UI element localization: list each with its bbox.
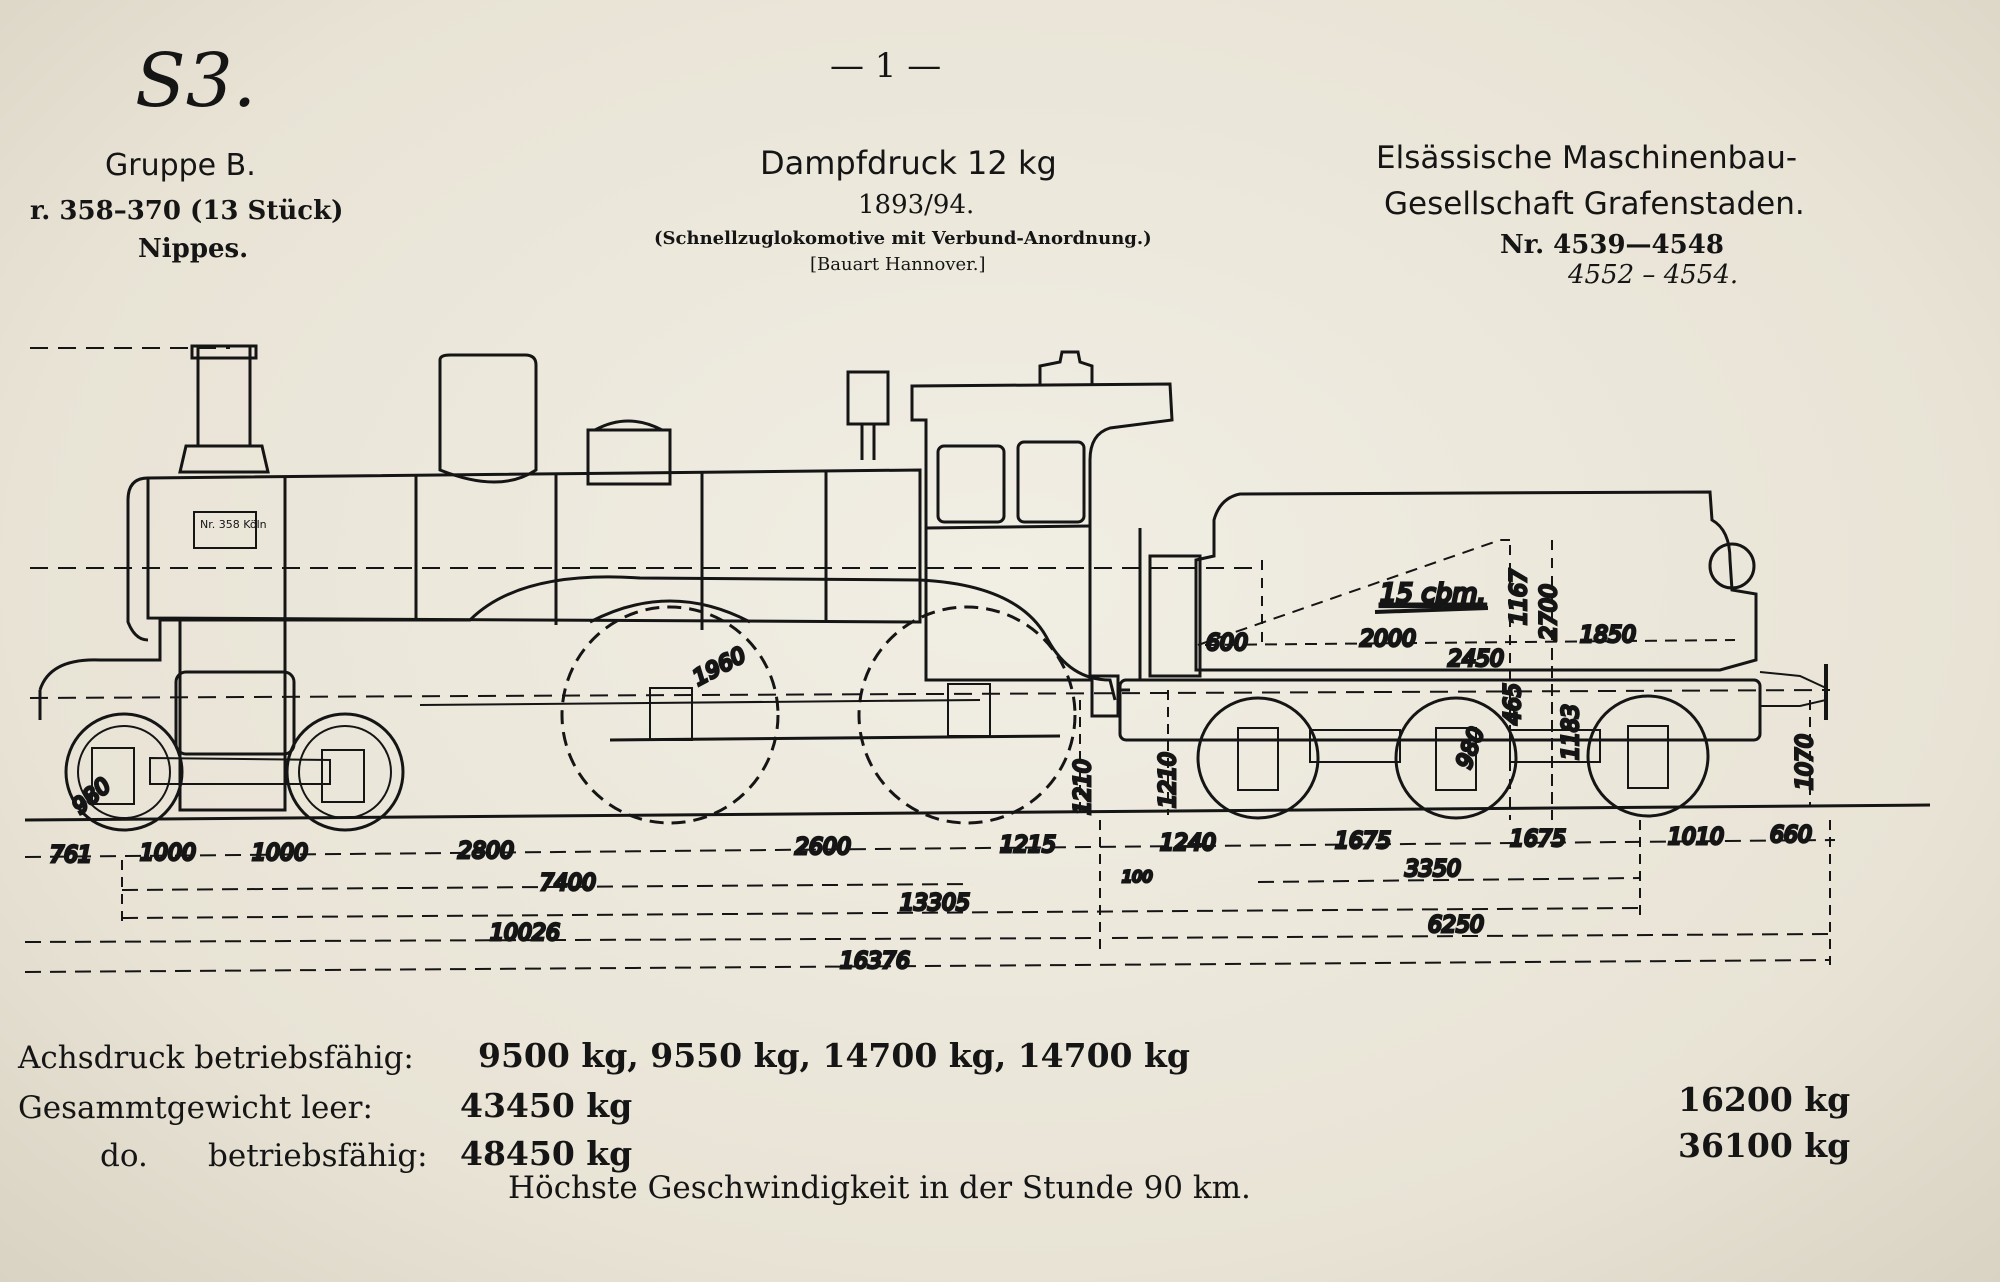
tender-dim-1850: 1850: [1580, 623, 1636, 648]
tender-operating-weight: 36100 kg: [1678, 1126, 1851, 1165]
driving-wheel-rear: [857, 605, 1077, 825]
dim-1240: 1240: [1160, 831, 1216, 856]
coupling-rod: [609, 734, 1061, 742]
tender-dim-465: 465: [1501, 683, 1526, 725]
wheel-dim-980: 980: [68, 773, 116, 819]
tender-dim-2450: 2450: [1448, 647, 1504, 672]
handwritten-class: S3.: [135, 38, 257, 124]
axle-load-values: 9500 kg, 9550 kg, 14700 kg, 14700 kg: [478, 1036, 1190, 1075]
vertical-dim-3: 1070: [1793, 734, 1818, 790]
design-type: [Bauart Hannover.]: [810, 254, 986, 275]
tender-lamp: [1708, 542, 1756, 590]
bogie-wheel-rear: [285, 712, 405, 832]
plate-text: Nr. 358 Köln: [200, 518, 267, 531]
locomotive-type: (Schnellzuglokomotive mit Verbund-Anordn…: [654, 228, 1152, 249]
safety-valve: [1038, 350, 1094, 386]
driving-wheel-front: [560, 599, 780, 825]
vehicle-numbers: r. 358–370 (13 Stück): [30, 196, 344, 226]
empty-weight-label: Gesammtgewicht leer:: [18, 1090, 373, 1126]
tender-wheel-1: [1196, 696, 1320, 820]
max-speed: Höchste Geschwindigkeit in der Stunde 90…: [508, 1170, 1251, 1206]
dim-6250: 6250: [1428, 913, 1484, 938]
operating-weight-value: 48450 kg: [460, 1134, 633, 1173]
vertical-dim-2: 1210: [1156, 752, 1181, 808]
ditto-label: do.: [100, 1138, 148, 1174]
dim-1675-b: 1675: [1510, 827, 1566, 852]
vertical-dim-6: 1167: [1507, 569, 1532, 625]
tender: [1118, 490, 1762, 742]
boiler: [146, 468, 922, 630]
chimney: [178, 344, 270, 474]
tender-empty-weight: 16200 kg: [1678, 1080, 1851, 1119]
running-board: [38, 575, 1117, 701]
dim-10026: 10026: [490, 921, 560, 946]
tender-dim-980: 980: [1452, 724, 1490, 772]
cylinder: [174, 618, 296, 812]
number-plate: [193, 511, 257, 549]
vertical-dim-4: 1183: [1559, 704, 1584, 760]
dim-761: 761: [50, 843, 92, 868]
smokebox-door: [126, 476, 149, 642]
dim-1215: 1215: [1000, 833, 1056, 858]
cab: [910, 382, 1174, 682]
vertical-dim-1: 1210: [1071, 759, 1096, 815]
dim-1675-a: 1675: [1335, 829, 1391, 854]
vertical-dim-5: 2700: [1537, 584, 1562, 640]
manufacturer-line2: Gesellschaft Grafenstaden.: [1384, 186, 1805, 222]
manufacturer-line1: Elsässische Maschinenbau-: [1376, 140, 1798, 176]
group-label: Gruppe B.: [105, 148, 256, 183]
works-numbers: Nr. 4539—4548: [1500, 230, 1724, 260]
dim-7400: 7400: [540, 871, 596, 896]
dim-100: 100: [1122, 867, 1153, 886]
axle-load-label: Achsdruck betriebsfähig:: [18, 1040, 414, 1076]
tender-wheel-3: [1586, 694, 1710, 818]
dim-660: 660: [1770, 823, 1812, 848]
steam-dome: [438, 353, 538, 484]
dim-1000-a: 1000: [140, 841, 196, 866]
build-years: 1893/94.: [858, 190, 975, 220]
page-number: — 1 —: [830, 46, 942, 86]
dim-16376: 16376: [840, 949, 910, 974]
empty-weight-value: 43450 kg: [460, 1086, 633, 1125]
tender-capacity: 15 cbm.: [1380, 579, 1486, 609]
tender-hook: [1759, 671, 1827, 707]
tender-dim-600: 600: [1206, 631, 1248, 656]
wheel-dim-1960: 1960: [689, 643, 750, 691]
sand-dome: [586, 419, 672, 486]
dim-13305: 13305: [900, 891, 970, 916]
tender-dim-2000: 2000: [1360, 627, 1416, 652]
operating-weight-label: betriebsfähig:: [208, 1138, 428, 1174]
works-numbers-handwritten: 4552 – 4554.: [1568, 260, 1739, 290]
whistle: [846, 370, 890, 460]
steam-pressure: Dampfdruck 12 kg: [760, 144, 1057, 182]
dim-3350: 3350: [1405, 857, 1461, 882]
dim-1000-b: 1000: [252, 841, 308, 866]
depot-name: Nippes.: [138, 234, 249, 264]
bogie-wheel-front: [64, 712, 184, 832]
dim-2800: 2800: [458, 839, 514, 864]
tender-wheel-2: [1394, 696, 1518, 820]
dim-1010: 1010: [1668, 825, 1724, 850]
dim-2600: 2600: [795, 835, 851, 860]
